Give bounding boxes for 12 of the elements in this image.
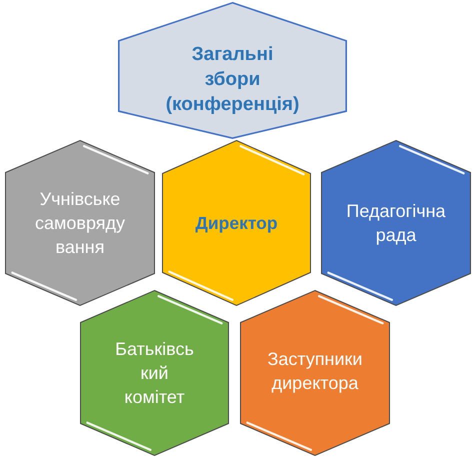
- hexagon-shape: [118, 2, 347, 139]
- node-label: Батьківсь кий комітет: [115, 338, 194, 409]
- hexagon-shape: [321, 140, 471, 306]
- node-label: Учнівське самовряду вання: [34, 188, 125, 259]
- node-label: Загальні збори (конференція): [166, 43, 300, 117]
- node-label: Заступники директора: [267, 348, 362, 395]
- hexagon-shape: [80, 290, 229, 456]
- hexagon-shape: [240, 290, 390, 456]
- hexagon-shape: [5, 140, 155, 306]
- hexagon-shape: [162, 140, 311, 306]
- node-label: Директор: [195, 212, 278, 235]
- node-label: Педагогічна рада: [346, 200, 446, 247]
